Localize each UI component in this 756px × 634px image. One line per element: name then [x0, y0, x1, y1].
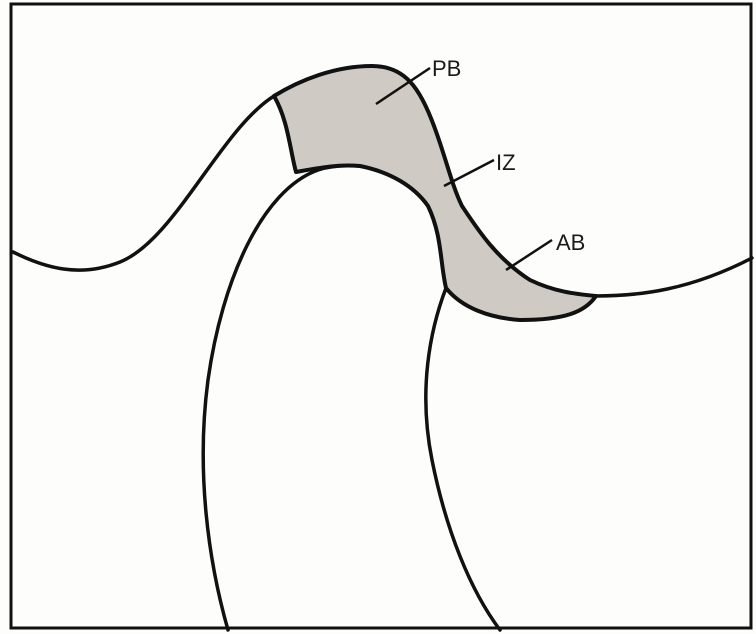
label-iz: IZ [496, 150, 516, 175]
label-ab: AB [556, 230, 585, 255]
label-pb: PB [432, 56, 461, 81]
